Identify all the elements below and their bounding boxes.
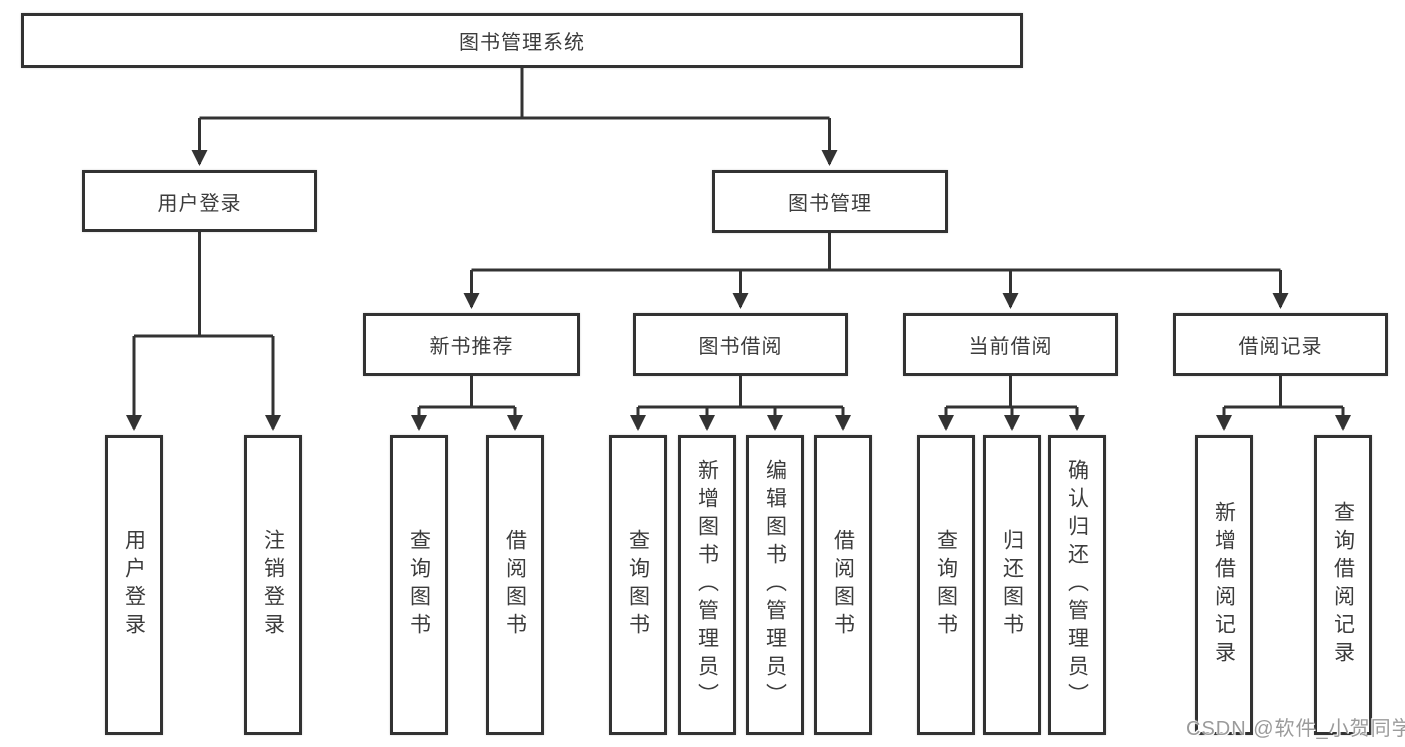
leaf-query-book-borrow-label: 查询图书	[626, 529, 650, 641]
leaf-edit-book-admin-label: 编辑图书（管理员）	[763, 459, 787, 711]
leaf-query-book-recommend: 查询图书	[390, 435, 448, 735]
node-current-borrow: 当前借阅	[903, 313, 1118, 376]
leaf-confirm-return-admin: 确认归还（管理员）	[1048, 435, 1106, 735]
node-new-book-recommend: 新书推荐	[363, 313, 580, 376]
leaf-query-borrow-record-label: 查询借阅记录	[1331, 501, 1355, 669]
leaf-borrow-book-recommend: 借阅图书	[486, 435, 544, 735]
leaf-logout-label: 注销登录	[261, 529, 285, 641]
leaf-user-login: 用户登录	[105, 435, 163, 735]
leaf-query-book-current: 查询图书	[917, 435, 975, 735]
leaf-borrow-book-recommend-label: 借阅图书	[503, 529, 527, 641]
leaf-return-book-label: 归还图书	[1000, 529, 1024, 641]
leaf-query-book-current-label: 查询图书	[934, 529, 958, 641]
csdn-watermark: CSDN @软件_小贺同学	[1186, 712, 1405, 741]
node-user-login-label: 用户登录	[157, 192, 242, 215]
node-book-borrow-label: 图书借阅	[698, 336, 783, 358]
leaf-query-book-borrow: 查询图书	[609, 435, 667, 735]
node-book-borrow: 图书借阅	[633, 313, 848, 376]
node-user-login: 用户登录	[82, 170, 317, 232]
node-current-borrow-label: 当前借阅	[968, 336, 1053, 358]
leaf-borrow-book: 借阅图书	[814, 435, 872, 735]
node-root: 图书管理系统	[21, 13, 1023, 68]
leaf-query-book-recommend-label: 查询图书	[407, 529, 431, 641]
node-borrow-record-label: 借阅记录	[1238, 336, 1323, 358]
node-root-label: 图书管理系统	[459, 32, 585, 54]
leaf-user-login-label: 用户登录	[122, 529, 146, 641]
node-book-management-label: 图书管理	[788, 193, 872, 215]
leaf-logout: 注销登录	[244, 435, 302, 735]
node-new-book-recommend-label: 新书推荐	[429, 336, 514, 358]
leaf-edit-book-admin: 编辑图书（管理员）	[746, 435, 804, 735]
leaf-add-book-admin-label: 新增图书（管理员）	[695, 459, 719, 711]
leaf-add-borrow-record: 新增借阅记录	[1195, 435, 1253, 735]
leaf-add-book-admin: 新增图书（管理员）	[678, 435, 736, 735]
csdn-watermark-text: CSDN @软件_小贺同学	[1186, 718, 1405, 740]
node-borrow-record: 借阅记录	[1173, 313, 1388, 376]
node-book-management: 图书管理	[712, 170, 948, 233]
leaf-return-book: 归还图书	[983, 435, 1041, 735]
leaf-confirm-return-admin-label: 确认归还（管理员）	[1065, 459, 1089, 711]
leaf-query-borrow-record: 查询借阅记录	[1314, 435, 1372, 735]
leaf-add-borrow-record-label: 新增借阅记录	[1212, 501, 1236, 669]
leaf-borrow-book-label: 借阅图书	[831, 529, 855, 641]
